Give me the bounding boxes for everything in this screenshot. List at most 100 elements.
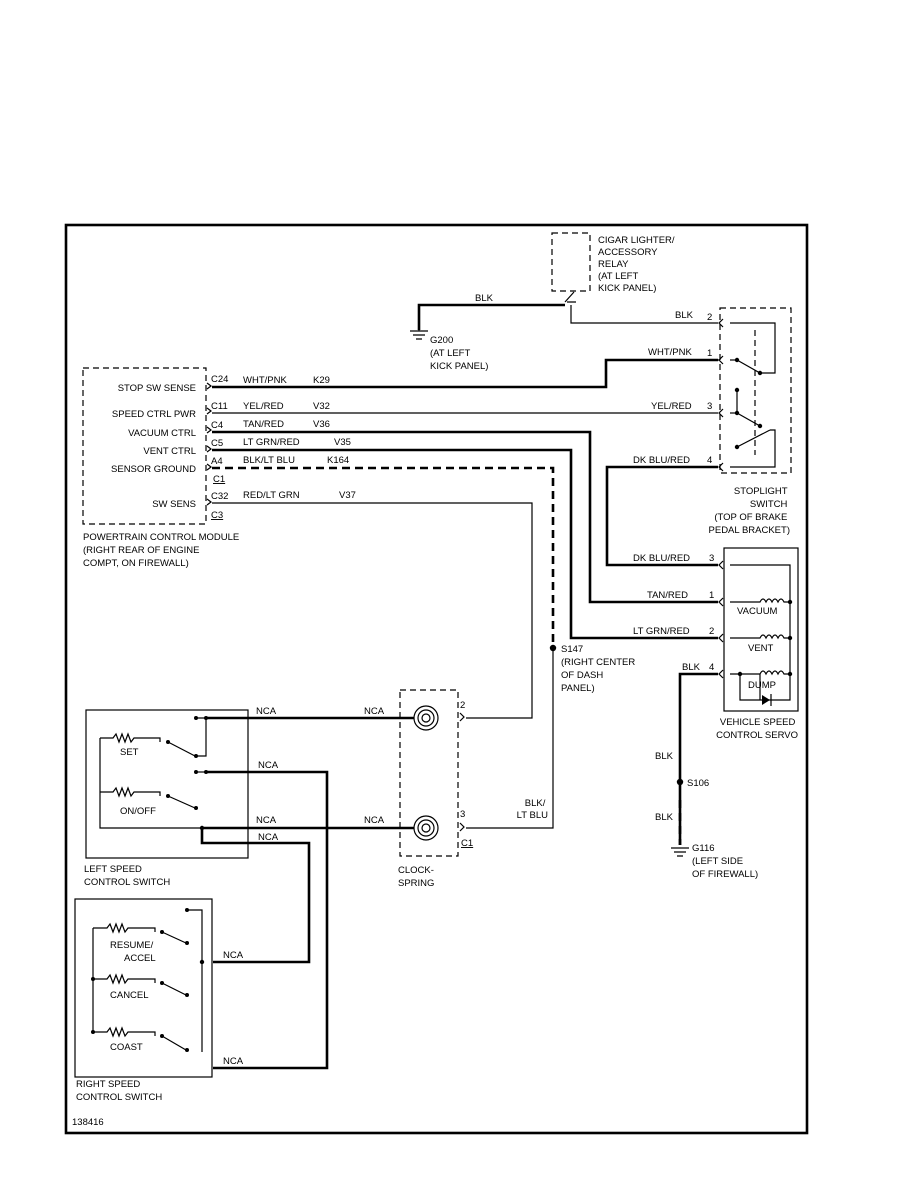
clockspring: 2 3 C1 <box>399 689 473 857</box>
nca-7: NCA <box>223 950 244 961</box>
nca-6: NCA <box>258 832 279 843</box>
pcm-pin-sw-sens: SW SENS <box>152 499 196 510</box>
pcm-conn-c24: C24 <box>211 374 228 385</box>
right-switch-title: RIGHT SPEED CONTROL SWITCH <box>76 1079 162 1103</box>
pcm-conn-c4: C4 <box>211 420 223 431</box>
clockspring-pin-3: 3 <box>460 809 465 820</box>
wire-v36 <box>212 430 718 604</box>
nca-4: NCA <box>256 815 277 826</box>
right-switch-accel: ACCEL <box>124 953 156 964</box>
pcm: STOP SW SENSE SPEED CTRL PWR VACUUM CTRL… <box>82 367 242 569</box>
servo-pin-4: 4 <box>709 662 714 673</box>
wire-color-v35: LT GRN/RED <box>243 437 300 448</box>
pcm-pin-vent-ctrl: VENT CTRL <box>143 446 196 457</box>
servo-title: VEHICLE SPEED CONTROL SERVO <box>716 717 798 741</box>
stoplight-pin-3: 3 <box>707 401 712 412</box>
right-switch-resume: RESUME/ <box>110 940 154 951</box>
wire-rcolor-dkblu-2: DK BLU/RED <box>633 553 690 564</box>
wire-label-blk-1: BLK <box>655 751 674 762</box>
ground-g200 <box>410 330 428 340</box>
s147-label: S147 (RIGHT CENTER OF DASH PANEL) <box>561 644 638 694</box>
wire-rcolor-v36: TAN/RED <box>647 590 688 601</box>
wire-circuit-v35: V35 <box>334 437 351 448</box>
servo-coil-vacuum: VACUUM <box>737 606 778 617</box>
wire-blk-stoplight <box>570 305 718 324</box>
nca-8: NCA <box>223 1056 244 1067</box>
pcm-pin-vacuum-ctrl: VACUUM CTRL <box>128 428 196 439</box>
pcm-conn-c32: C32 <box>211 491 228 502</box>
wire-rcolor-dkblu-1: DK BLU/RED <box>633 455 690 466</box>
stoplight-pin-1: 1 <box>707 348 712 359</box>
stoplight-pin-4: 4 <box>707 455 712 466</box>
wire-rcolor-v35: LT GRN/RED <box>633 626 690 637</box>
servo-pin-1: 1 <box>709 590 714 601</box>
wire-label-blk-stoplight: BLK <box>675 310 694 321</box>
relay-label: CIGAR LIGHTER/ ACCESSORY RELAY (AT LEFT … <box>598 235 677 294</box>
pcm-conn-a4: A4 <box>211 456 223 467</box>
wire-circuit-k164: K164 <box>327 455 349 466</box>
wire-rcolor-blk-servo: BLK <box>682 662 701 673</box>
pcm-conn-c1: C1 <box>213 474 225 485</box>
pcm-conn-c11: C11 <box>211 401 228 412</box>
wire-rcolor-v32: YEL/RED <box>651 401 692 412</box>
left-switch-title: LEFT SPEED CONTROL SWITCH <box>84 864 170 888</box>
blk-lt-blu-label: BLK/ LT BLU <box>517 798 548 821</box>
nca-2: NCA <box>364 706 385 717</box>
wire-rcolor-k29: WHT/PNK <box>648 347 692 358</box>
wire-circuit-k29: K29 <box>313 375 330 386</box>
pcm-pin-sensor-ground: SENSOR GROUND <box>111 464 196 475</box>
stoplight-title: STOPLIGHT SWITCH (TOP OF BRAKE PEDAL BRA… <box>709 486 790 536</box>
right-speed-control-switch: RESUME/ ACCEL CANCEL COAST <box>74 898 213 1078</box>
speed-control-servo: 3 1 2 4 VACUUM VENT DUMP <box>709 547 799 712</box>
wire-color-k29: WHT/PNK <box>243 375 287 386</box>
nca-1: NCA <box>256 706 277 717</box>
diagram-frame <box>64 223 809 1135</box>
wire-k29 <box>212 358 718 389</box>
wire-k164 <box>212 466 555 648</box>
wire-blk-lt-blu <box>466 648 554 829</box>
g200-label: G200 (AT LEFT KICK PANEL) <box>430 335 488 372</box>
wire-color-v32: YEL/RED <box>243 401 284 412</box>
wire-dk-blu-red <box>605 465 718 567</box>
ground-g116 <box>671 847 689 857</box>
wire-blk-servo-ground <box>678 672 718 845</box>
wire-label-blk-2: BLK <box>655 812 674 823</box>
pcm-conn-c5: C5 <box>211 438 223 449</box>
wire-circuit-v37: V37 <box>339 490 356 501</box>
wire-blk-g200 <box>417 303 565 330</box>
wire-v37 <box>212 502 533 719</box>
wire-color-k164: BLK/LT BLU <box>243 455 295 466</box>
nca-3: NCA <box>258 760 279 771</box>
clockspring-title: CLOCK- SPRING <box>398 865 437 889</box>
wire-v35 <box>212 448 718 640</box>
pcm-title: POWERTRAIN CONTROL MODULE (RIGHT REAR OF… <box>83 532 242 569</box>
stoplight-pin-2: 2 <box>707 312 712 323</box>
clockspring-pin-2: 2 <box>460 700 465 711</box>
accessory-relay: CIGAR LIGHTER/ ACCESSORY RELAY (AT LEFT … <box>551 232 677 303</box>
wire-label-blk-g200: BLK <box>475 293 494 304</box>
s106-label: S106 <box>687 778 709 789</box>
pcm-pin-speed-ctrl-pwr: SPEED CTRL PWR <box>112 409 196 420</box>
right-switch-coast: COAST <box>110 1042 143 1053</box>
figure-id: 138416 <box>72 1117 104 1128</box>
right-switch-cancel: CANCEL <box>110 990 149 1001</box>
clockspring-conn-c1: C1 <box>461 838 473 849</box>
wire-circuit-v36: V36 <box>313 419 330 430</box>
stoplight-switch: 2 1 3 4 <box>707 307 792 474</box>
left-switch-set: SET <box>120 747 139 758</box>
wire-nca-right <box>200 828 311 964</box>
servo-pin-2: 2 <box>709 626 714 637</box>
pcm-pin-stop-sw-sense: STOP SW SENSE <box>118 383 196 394</box>
left-speed-control-switch: SET ON/OFF <box>85 709 249 859</box>
wire-color-v36: TAN/RED <box>243 419 284 430</box>
splice-s106 <box>676 778 684 786</box>
wire-nca-onoff <box>206 770 329 1070</box>
nca-5: NCA <box>364 815 385 826</box>
pcm-conn-c3: C3 <box>211 510 223 521</box>
wire-circuit-v32: V32 <box>313 401 330 412</box>
g116-label: G116 (LEFT SIDE OF FIREWALL) <box>692 843 758 880</box>
servo-pin-3: 3 <box>709 553 714 564</box>
servo-coil-vent: VENT <box>748 643 774 654</box>
wire-color-v37: RED/LT GRN <box>243 490 300 501</box>
